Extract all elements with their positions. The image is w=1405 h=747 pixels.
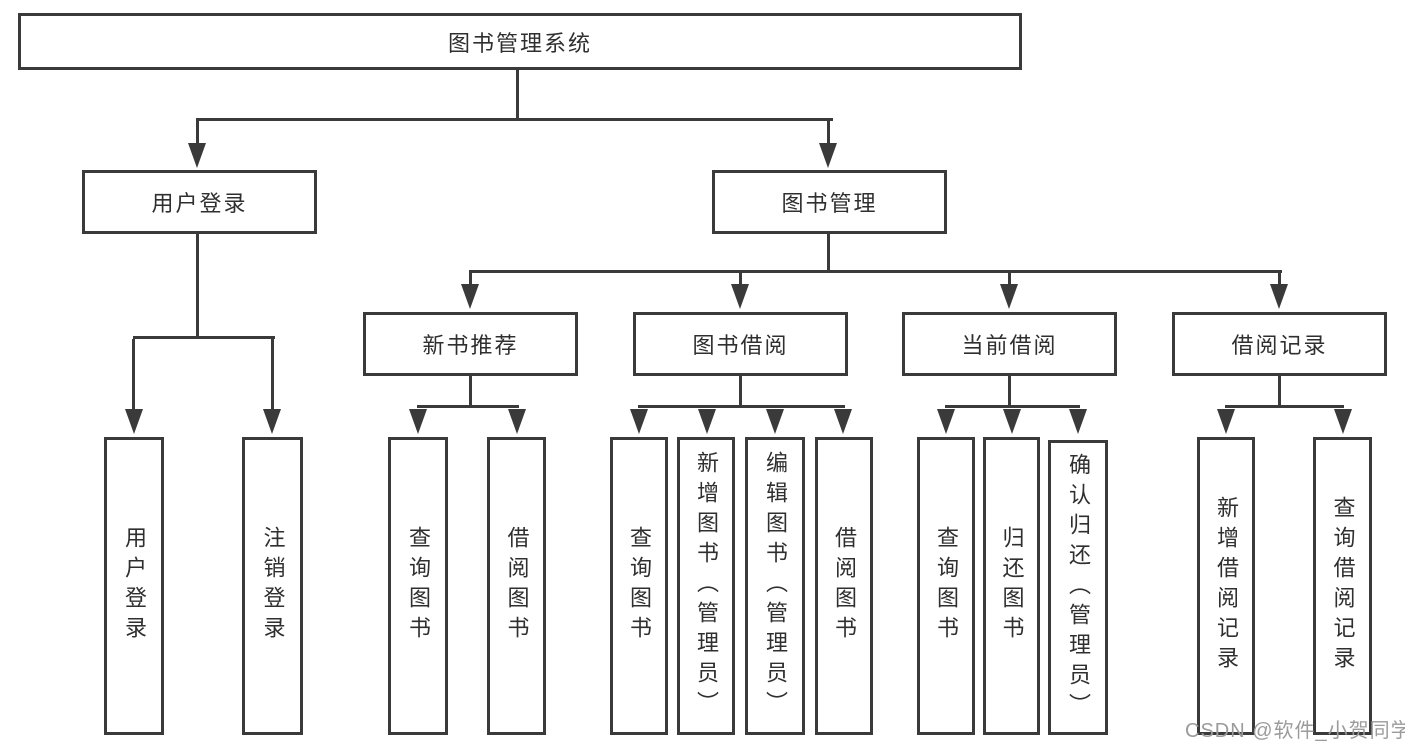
node-label: 归还图书 xyxy=(999,526,1025,646)
connector-line xyxy=(469,270,1282,273)
connector-line xyxy=(827,121,830,144)
node-label: 用户登录 xyxy=(122,526,147,646)
connector-line xyxy=(638,405,845,408)
connector-arrow xyxy=(819,143,837,168)
leaf-logout: 注销登录 xyxy=(242,437,303,735)
node-label: 查询图书 xyxy=(934,526,959,646)
connector-arrow xyxy=(698,409,716,434)
connector-arrow xyxy=(1217,409,1235,434)
node-label: 编辑图书（管理员） xyxy=(763,451,788,721)
csdn-watermark: CSDN @软件_小贺同学 xyxy=(1185,720,1405,742)
connector-line xyxy=(1278,273,1281,286)
node-user-login: 用户登录 xyxy=(82,170,317,234)
leaf-add-borrow-record: 新增借阅记录 xyxy=(1197,437,1255,735)
connector-line xyxy=(196,234,199,338)
connector-line xyxy=(1008,273,1011,286)
node-label: 图书管理 xyxy=(781,191,878,216)
connector-line xyxy=(516,70,519,120)
connector-line xyxy=(945,405,1080,408)
connector-line xyxy=(271,339,274,411)
connector-arrow xyxy=(937,409,955,434)
connector-line xyxy=(417,405,519,408)
leaf-search-borrow-record: 查询借阅记录 xyxy=(1313,437,1372,735)
node-library-management-system: 图书管理系统 xyxy=(18,13,1022,70)
node-label: 确认归还（管理员） xyxy=(1066,452,1091,723)
node-label: 借阅图书 xyxy=(832,526,857,646)
connector-line xyxy=(133,336,275,339)
node-label: 查询图书 xyxy=(627,526,652,646)
node-new-book-recommendation: 新书推荐 xyxy=(363,312,578,376)
node-label: 新书推荐 xyxy=(422,333,519,358)
connector-arrow xyxy=(1069,409,1087,434)
connector-arrow xyxy=(188,143,206,168)
node-label: 新增图书（管理员） xyxy=(694,451,719,721)
leaf-edit-books-admin: 编辑图书（管理员） xyxy=(745,437,805,735)
connector-line xyxy=(1008,376,1011,407)
leaf-confirm-return-admin: 确认归还（管理员） xyxy=(1048,440,1108,735)
connector-arrow xyxy=(409,409,427,434)
node-book-borrowing: 图书借阅 xyxy=(633,312,848,376)
connector-arrow xyxy=(630,409,648,434)
connector-line xyxy=(1278,376,1281,407)
connector-arrow xyxy=(461,284,479,309)
connector-line xyxy=(196,118,833,121)
leaf-search-books-recommend: 查询图书 xyxy=(388,437,448,735)
node-label: 注销登录 xyxy=(260,526,286,646)
connector-line xyxy=(739,273,742,286)
connector-line xyxy=(739,376,742,407)
node-current-borrowing: 当前借阅 xyxy=(902,312,1117,376)
connector-arrow xyxy=(125,409,143,434)
node-label: 查询图书 xyxy=(406,526,431,646)
connector-line xyxy=(827,234,830,273)
node-label: 查询借阅记录 xyxy=(1330,496,1356,676)
node-label: 借阅记录 xyxy=(1231,333,1328,358)
node-label: 用户登录 xyxy=(151,191,248,216)
leaf-borrow-books-recommend: 借阅图书 xyxy=(487,437,546,735)
node-label: 新增借阅记录 xyxy=(1214,496,1239,676)
connector-arrow xyxy=(1000,284,1018,309)
connector-arrow xyxy=(1270,284,1288,309)
leaf-user-login: 用户登录 xyxy=(104,437,164,735)
node-label: 借阅图书 xyxy=(504,526,530,646)
connector-arrow xyxy=(766,409,784,434)
leaf-search-books-borrowing: 查询图书 xyxy=(610,437,668,735)
leaf-search-books-current: 查询图书 xyxy=(917,437,975,735)
node-label: 图书借阅 xyxy=(692,333,789,358)
leaf-borrow-books-borrowing: 借阅图书 xyxy=(815,437,873,735)
connector-line xyxy=(469,273,472,286)
connector-arrow xyxy=(263,409,281,434)
connector-line xyxy=(196,121,199,144)
leaf-add-books-admin: 新增图书（管理员） xyxy=(677,437,735,735)
connector-arrow xyxy=(1334,409,1352,434)
connector-arrow xyxy=(731,284,749,309)
connector-line xyxy=(1225,405,1344,408)
connector-arrow xyxy=(508,409,526,434)
node-label: 图书管理系统 xyxy=(447,30,592,56)
leaf-return-books: 归还图书 xyxy=(983,437,1040,735)
connector-line xyxy=(469,376,472,407)
node-label: 当前借阅 xyxy=(961,333,1058,358)
node-book-management: 图书管理 xyxy=(712,170,947,234)
connector-arrow xyxy=(834,409,852,434)
connector-line xyxy=(132,339,135,411)
connector-arrow xyxy=(1003,409,1021,434)
node-borrowing-records: 借阅记录 xyxy=(1172,312,1387,376)
